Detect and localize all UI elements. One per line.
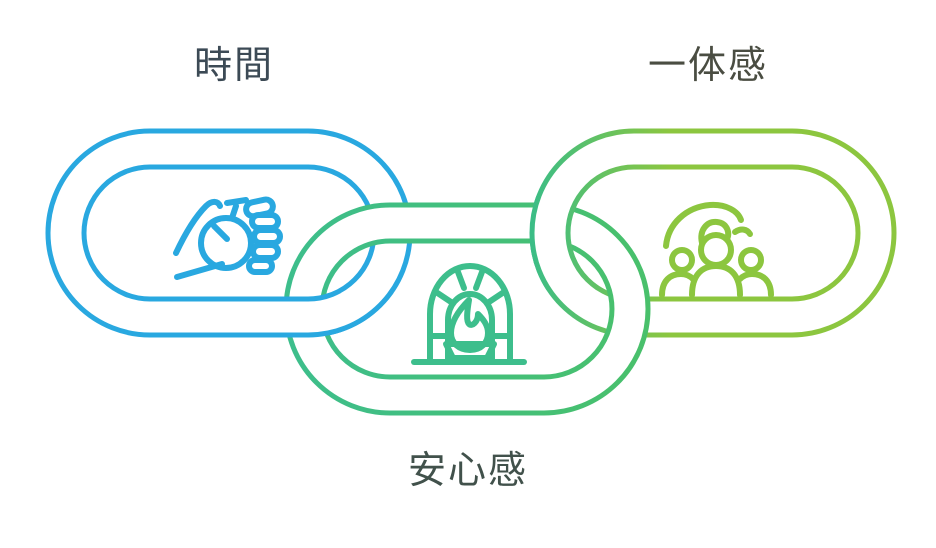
fireplace-icon xyxy=(411,263,527,365)
chain-link-security xyxy=(283,202,651,416)
label-security: 安心感 xyxy=(407,450,529,492)
stopwatch-hand-icon xyxy=(173,196,283,280)
hand-over-people-icon xyxy=(659,201,774,298)
label-unity: 一体感 xyxy=(647,45,769,87)
label-time: 時間 xyxy=(193,45,275,87)
